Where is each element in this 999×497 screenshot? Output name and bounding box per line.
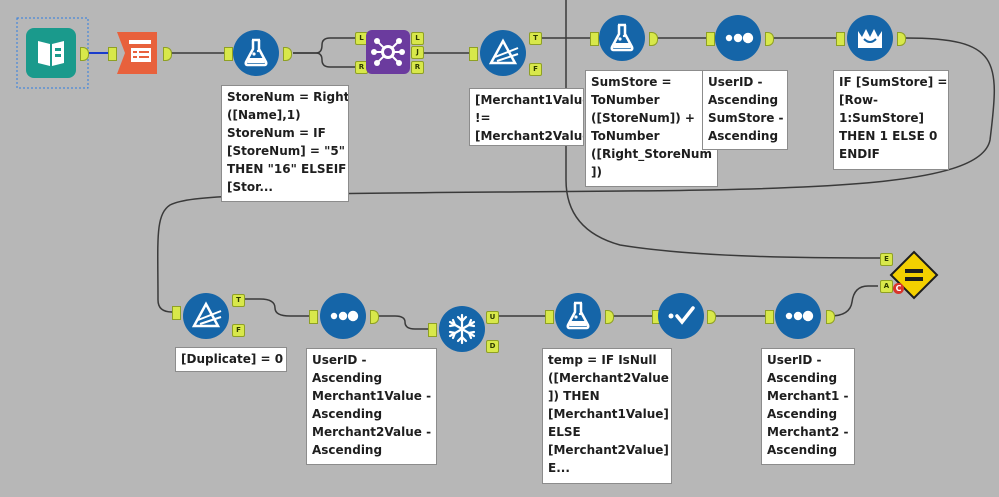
flask-icon — [566, 301, 590, 330]
sort-tool-3[interactable] — [775, 293, 821, 339]
filter-1-true-port[interactable]: T — [529, 32, 542, 45]
test-badge: C — [893, 283, 904, 294]
filter-2-true-port[interactable]: T — [232, 294, 245, 307]
filter-triangle-icon — [191, 301, 222, 328]
output-anchor[interactable] — [283, 47, 292, 61]
unique-tool[interactable] — [439, 306, 485, 352]
output-anchor[interactable] — [370, 310, 379, 324]
input-anchor[interactable] — [706, 32, 715, 46]
select-tool[interactable] — [117, 28, 163, 78]
filter-1-annotation: [Merchant1Value] != [Merchant2Value] — [469, 88, 584, 146]
filter-triangle-icon — [488, 38, 519, 65]
input-anchor[interactable] — [765, 310, 774, 324]
output-anchor[interactable] — [826, 310, 835, 324]
join-tool[interactable] — [366, 30, 410, 74]
output-anchor[interactable] — [605, 310, 614, 324]
sort-2-annotation: UserID - Ascending Merchant1Value - Asce… — [306, 348, 437, 465]
multi-row-formula-tool[interactable] — [847, 15, 893, 61]
test-A-port[interactable]: A — [880, 280, 893, 293]
sort-1-annotation: UserID - Ascending SumStore - Ascending — [702, 70, 788, 150]
formula-2-annotation: SumStore = ToNumber ([StoreNum]) + ToNum… — [585, 70, 718, 187]
snowflake-icon — [448, 313, 476, 345]
sort-tool-2[interactable] — [320, 293, 366, 339]
multi-row-annotation: IF [SumStore] = [Row- 1:SumStore] THEN 1… — [833, 70, 949, 170]
formula-tool-3[interactable] — [555, 293, 601, 339]
filter-2-annotation: [Duplicate] = 0 — [175, 347, 287, 372]
sort-dots-icon — [725, 32, 754, 44]
input-anchor[interactable] — [172, 306, 181, 320]
output-anchor[interactable] — [649, 32, 658, 46]
input-anchor[interactable] — [309, 310, 318, 324]
formula-3-annotation: temp = IF IsNull ([Merchant2Value ]) THE… — [542, 348, 672, 484]
checkmark-tool[interactable] — [658, 293, 704, 339]
join-port-R-out[interactable]: R — [411, 61, 424, 74]
join-port-L-out[interactable]: L — [411, 32, 424, 45]
input-anchor[interactable] — [224, 47, 233, 61]
sort-tool-1[interactable] — [715, 15, 761, 61]
output-anchor[interactable] — [765, 32, 774, 46]
input-anchor[interactable] — [108, 47, 117, 61]
filter-tool-1[interactable] — [480, 30, 526, 76]
sort-dots-icon — [330, 310, 359, 322]
filter-2-false-port[interactable]: F — [232, 324, 245, 337]
input-anchor[interactable] — [836, 32, 845, 46]
multi-row-crown-icon — [858, 29, 882, 48]
sort-3-annotation: UserID - Ascending Merchant1 - Ascending… — [761, 348, 855, 465]
output-anchor[interactable] — [897, 32, 906, 46]
test-E-port[interactable]: E — [880, 253, 893, 266]
formula-tool-1[interactable] — [233, 30, 279, 76]
formula-1-annotation: StoreNum = Right ([Name],1) StoreNum = I… — [221, 85, 349, 202]
input-anchor[interactable] — [428, 323, 437, 337]
sort-dots-icon — [785, 310, 814, 322]
input-anchor[interactable] — [545, 310, 554, 324]
unique-D-port[interactable]: D — [486, 340, 499, 353]
join-port-J[interactable]: J — [411, 46, 424, 59]
output-anchor[interactable] — [163, 47, 172, 61]
input-anchor[interactable] — [469, 47, 478, 61]
formula-tool-2[interactable] — [599, 15, 645, 61]
unique-U-port[interactable]: U — [486, 311, 499, 324]
filter-1-false-port[interactable]: F — [529, 63, 542, 76]
flask-icon — [244, 38, 268, 67]
check-icon — [668, 306, 695, 325]
select-list-icon — [117, 32, 157, 74]
output-anchor[interactable] — [80, 47, 89, 61]
flask-icon — [610, 23, 634, 52]
join-hub-icon — [371, 38, 405, 66]
filter-tool-2[interactable] — [183, 293, 229, 339]
input-anchor[interactable] — [590, 32, 599, 46]
book-icon — [38, 41, 64, 66]
connector-lines — [84, 0, 996, 330]
output-anchor[interactable] — [707, 310, 716, 324]
input-data-tool[interactable] — [26, 28, 76, 78]
